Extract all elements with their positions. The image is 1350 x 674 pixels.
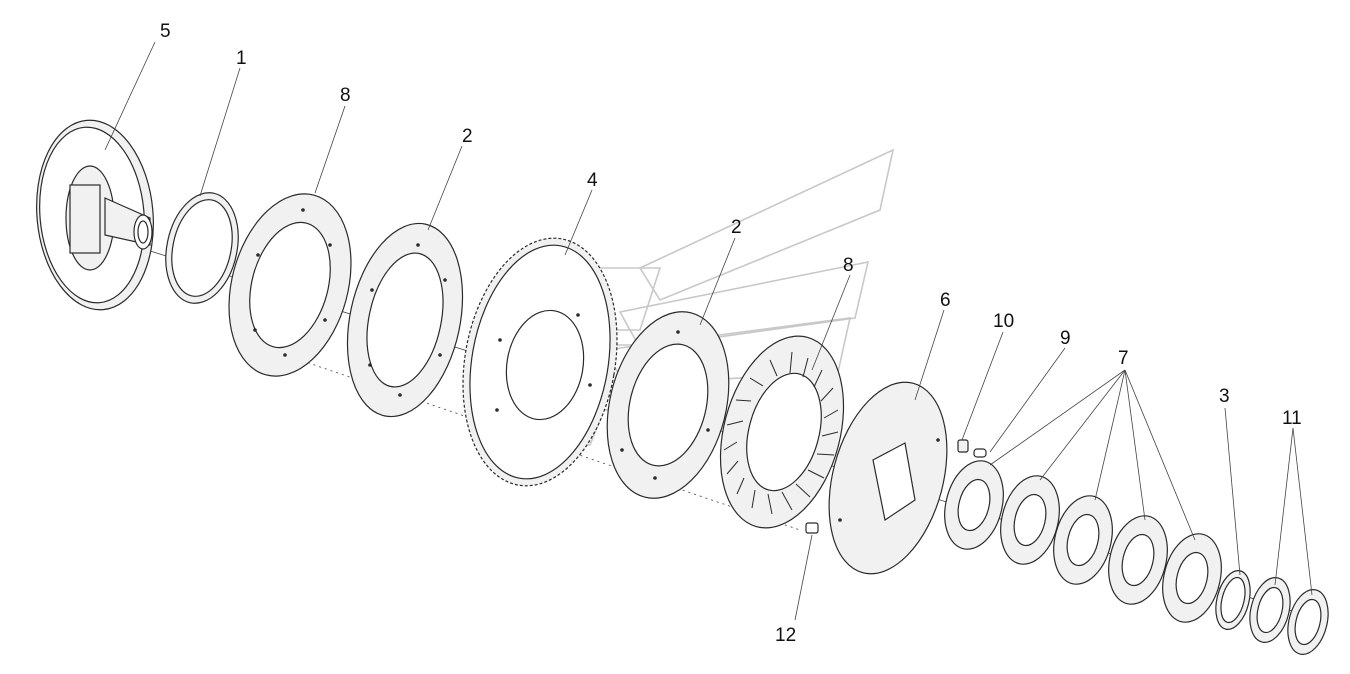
part-9-pin <box>973 448 987 458</box>
callout-1: 1 <box>236 48 247 69</box>
callout-11: 11 <box>1282 408 1302 429</box>
callout-2-left: 2 <box>462 126 473 147</box>
callout-7: 7 <box>1118 348 1129 369</box>
part-11-nuts <box>1249 577 1329 655</box>
part-10-nut <box>957 439 969 453</box>
callout-3: 3 <box>1219 386 1230 407</box>
callout-8-right: 8 <box>843 255 854 276</box>
callout-12: 12 <box>775 625 796 646</box>
callout-9: 9 <box>1060 328 1071 349</box>
callout-6: 6 <box>940 290 951 311</box>
part-8-plate-left <box>228 193 352 377</box>
part-3-ring <box>1215 570 1251 630</box>
leader-lines <box>104 41 1313 621</box>
part-2-plate-right <box>606 311 730 499</box>
part-1-ring <box>165 192 239 304</box>
part-5-hub <box>36 119 154 311</box>
callout-5: 5 <box>160 21 171 42</box>
part-2-plate-left <box>346 222 464 418</box>
part-8-friction-disc <box>719 335 845 529</box>
callout-10: 10 <box>993 311 1014 332</box>
callout-8-left: 8 <box>340 85 351 106</box>
callout-2-right: 2 <box>731 217 742 238</box>
part-6-plate <box>828 381 948 575</box>
part-12-bolt <box>805 522 819 534</box>
part-4-sprocket <box>462 237 618 487</box>
callout-4: 4 <box>587 170 598 191</box>
part-7-shims <box>944 460 1222 623</box>
